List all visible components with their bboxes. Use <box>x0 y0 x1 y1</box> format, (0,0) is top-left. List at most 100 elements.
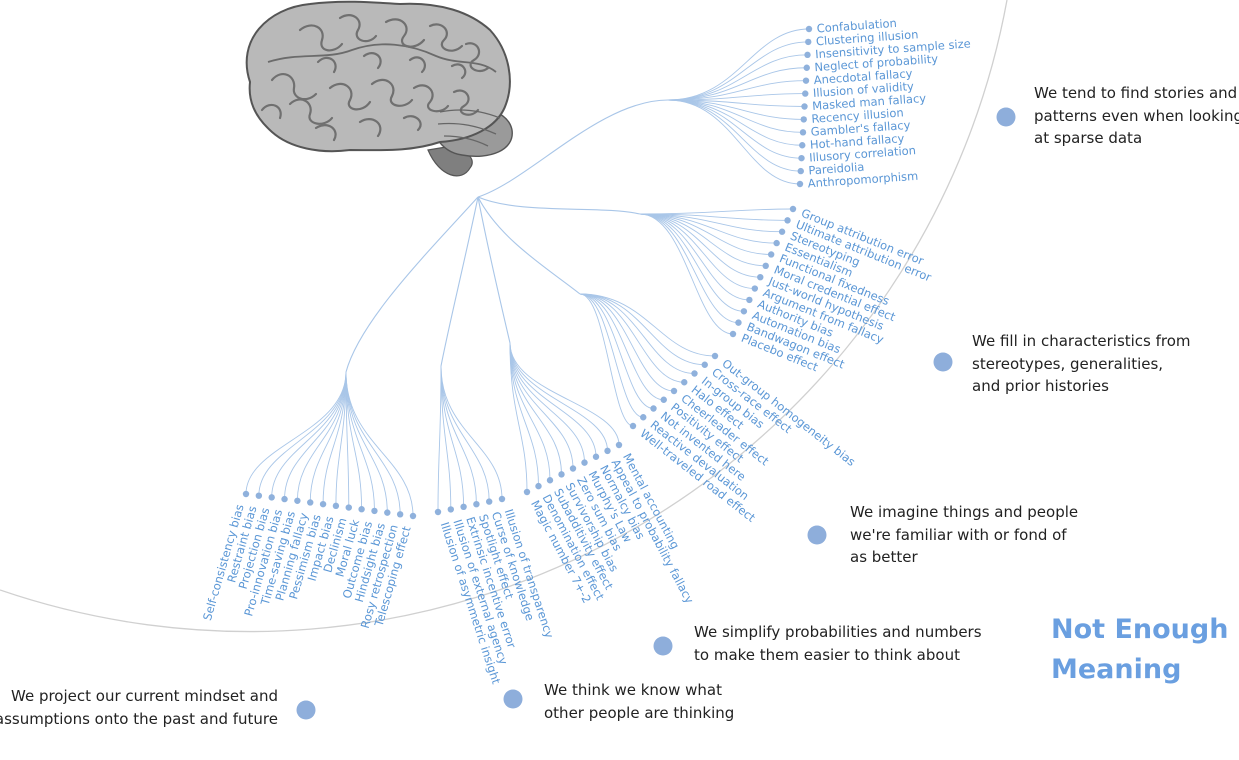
tree-branch <box>667 99 804 133</box>
group-description-project: We project our current mindset and assum… <box>0 685 278 730</box>
bias-node <box>358 506 365 513</box>
tree-branch <box>440 365 490 502</box>
desc-line: We think we know what <box>544 681 722 699</box>
tree-branch <box>639 213 734 335</box>
tree-branch <box>345 371 414 517</box>
title-line: Not Enough <box>1051 614 1229 645</box>
bias-node <box>800 116 807 123</box>
tree-branch <box>509 342 562 475</box>
bias-node <box>255 492 263 499</box>
tree-branch <box>667 99 801 172</box>
bias-node <box>486 498 493 505</box>
bias-node <box>523 488 531 496</box>
tree-branch <box>667 99 803 146</box>
tree-branch <box>667 28 810 101</box>
tree-branch <box>271 371 347 498</box>
bias-node <box>242 490 250 498</box>
group-description-familiar: We imagine things and people we're famil… <box>850 501 1078 569</box>
desc-line: at sparse data <box>1034 129 1143 147</box>
tree-branch <box>509 342 551 481</box>
bias-node <box>371 507 378 515</box>
tree-branch <box>509 342 620 446</box>
title-line: Meaning <box>1051 654 1182 685</box>
bias-node <box>801 103 808 110</box>
tree-branch <box>579 293 685 383</box>
bias-node <box>569 465 577 472</box>
bias-node <box>762 262 769 270</box>
tree-trunk <box>477 196 581 295</box>
tree-branch <box>639 213 761 278</box>
tree-branch <box>667 99 801 185</box>
bias-node <box>784 217 791 224</box>
bias-node <box>307 499 314 506</box>
desc-line: stereotypes, generalities, <box>972 354 1164 373</box>
tree-branch <box>667 54 808 101</box>
bias-node <box>802 90 809 97</box>
tree-branch <box>579 293 664 401</box>
desc-line: to make them easier to think about <box>694 645 960 664</box>
bias-label: Anecdotal fallacy <box>813 66 913 87</box>
bias-node <box>767 251 775 258</box>
bias-node <box>615 441 623 449</box>
desc-line: We tend to find stories and <box>1034 84 1238 102</box>
bias-node <box>332 502 340 510</box>
bias-node <box>670 387 678 395</box>
bias-label: Pareidolia <box>808 160 865 178</box>
tree-branch <box>639 213 744 312</box>
bias-node <box>384 509 391 516</box>
bias-label: Recency illusion <box>811 105 904 125</box>
bias-node <box>803 64 810 71</box>
desc-line: assumptions onto the past and future <box>0 709 278 728</box>
bias-node <box>604 447 611 455</box>
bias-node <box>789 205 797 213</box>
bias-node <box>681 379 688 386</box>
bias-node <box>796 180 804 188</box>
bias-node <box>460 503 467 510</box>
tree-trunk <box>477 196 641 215</box>
tree-branch <box>345 371 388 513</box>
bias-node <box>799 129 807 136</box>
bias-node <box>802 77 810 84</box>
bias-node <box>294 497 301 504</box>
tree-branch <box>322 371 347 505</box>
bias-node <box>701 361 708 368</box>
tree-branch <box>579 293 634 427</box>
tree-trunk <box>440 196 479 367</box>
tree-branch <box>509 342 528 493</box>
tree-branch <box>509 342 608 451</box>
bias-node <box>650 405 657 412</box>
group-marker-dot <box>296 700 316 720</box>
bias-node <box>757 273 764 281</box>
bias-node <box>434 508 442 516</box>
bias-node <box>498 495 506 503</box>
group-marker-dot <box>503 689 523 709</box>
bias-node <box>735 319 742 326</box>
tree-branch <box>309 371 347 503</box>
bias-label: Hot-hand fallacy <box>809 131 905 152</box>
tree-branch <box>579 293 695 374</box>
tree-branch <box>639 213 750 301</box>
tree-branch <box>579 293 644 418</box>
desc-line: We fill in characteristics from <box>972 332 1191 350</box>
group-description-stereotypes: We fill in characteristics from stereoty… <box>972 330 1191 398</box>
outer-ring <box>0 0 1008 633</box>
desc-line: other people are thinking <box>544 703 735 722</box>
bias-node <box>345 504 352 511</box>
tree-trunk <box>477 196 511 344</box>
tree-branch <box>579 293 675 392</box>
group-marker-dot <box>996 107 1016 127</box>
bias-node <box>751 285 759 292</box>
bias-node <box>281 495 288 503</box>
bias-node <box>804 51 811 59</box>
bias-node <box>535 482 542 490</box>
group-description-others: We think we know what other people are t… <box>544 679 734 724</box>
bias-node <box>546 477 554 484</box>
tree-branch <box>667 41 809 101</box>
desc-line: and prior histories <box>972 377 1109 395</box>
desc-line: We imagine things and people <box>850 503 1079 521</box>
bias-node <box>473 501 480 508</box>
bias-node <box>319 500 327 508</box>
bias-node <box>660 396 667 403</box>
